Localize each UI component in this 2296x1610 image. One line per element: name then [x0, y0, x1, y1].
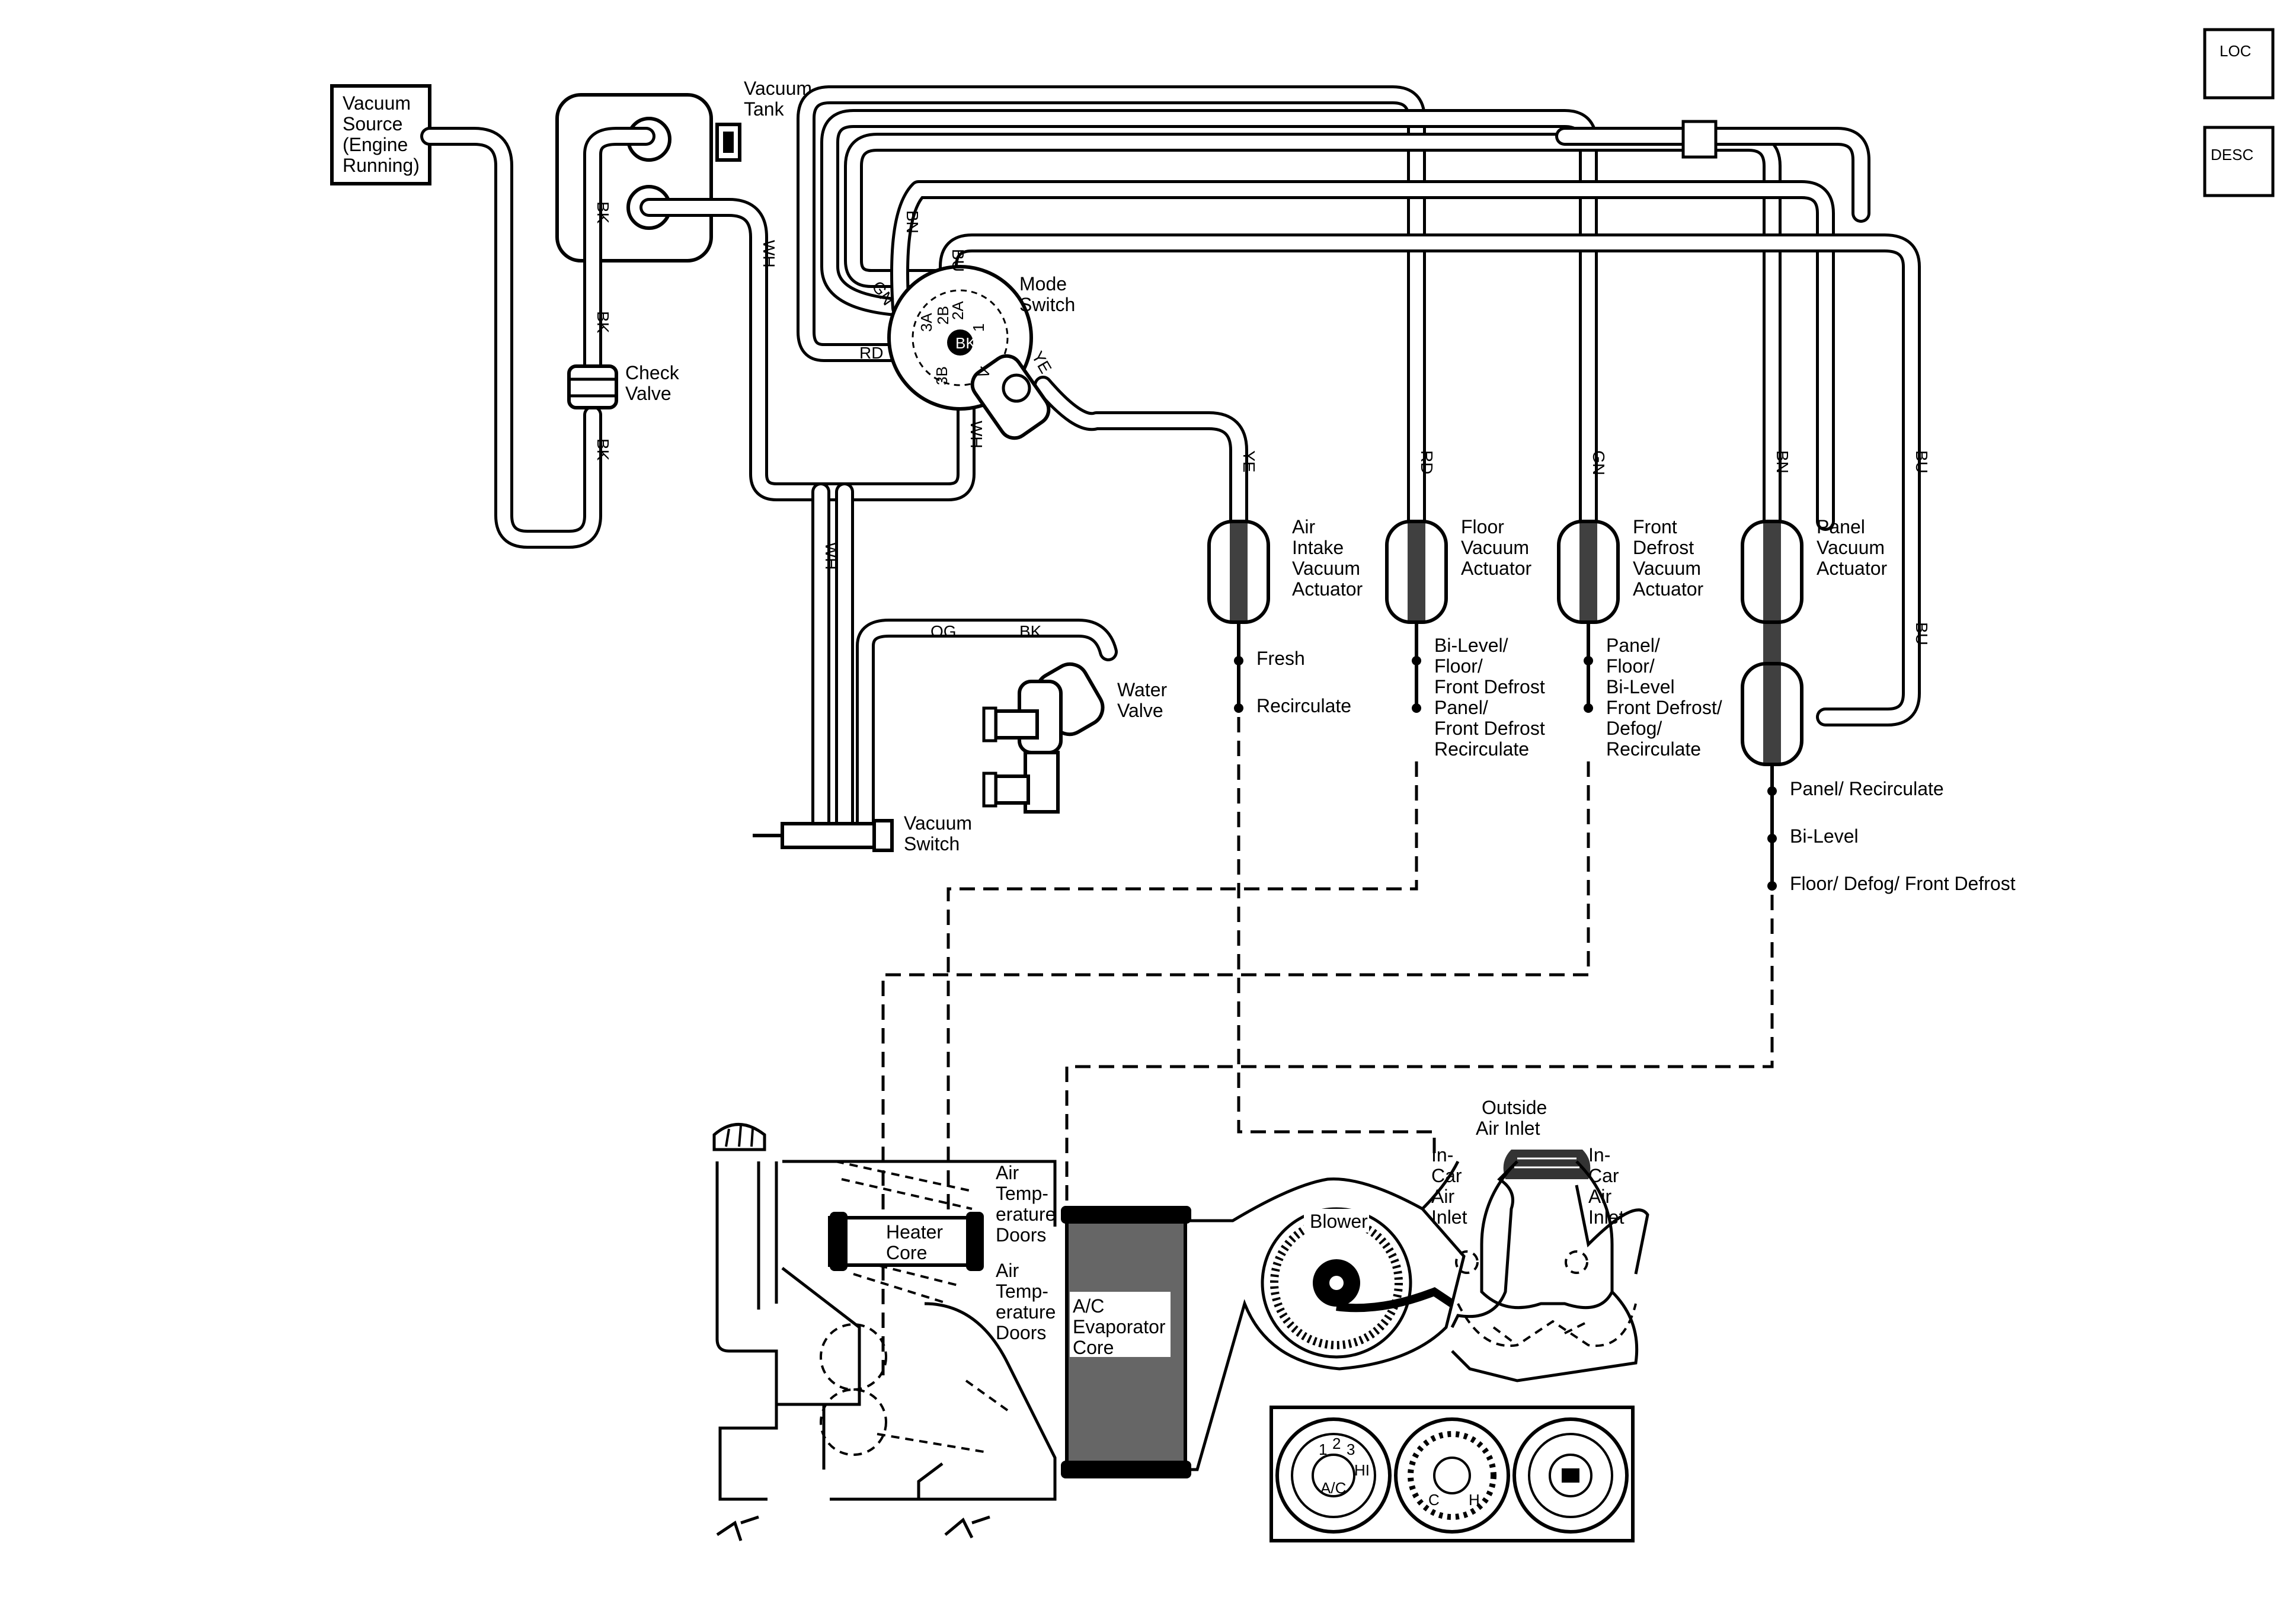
- panel-label: Panel Vacuum Actuator: [1817, 516, 1890, 579]
- front-defrost-pos-2: Front Defrost/ Defog/ Recirculate: [1606, 697, 1728, 760]
- tag-bk-water: BK: [1019, 622, 1042, 641]
- tag-rd-2: RD: [1418, 450, 1436, 474]
- tag-bn-1: BN: [903, 210, 922, 233]
- tag-bn-2: BN: [1773, 450, 1792, 473]
- vacuum-source: Vacuum Source (Engine Running): [330, 84, 431, 185]
- panel-pos-1: Panel/ Recirculate: [1790, 778, 1944, 799]
- mode-switch-label: Mode Switch: [1019, 273, 1075, 315]
- desc-badge[interactable]: DESC: [2203, 126, 2275, 197]
- temp-knob[interactable]: C H: [1394, 1417, 1510, 1534]
- control-panel: 1 2 3 HI A/C C H: [1269, 1406, 1635, 1542]
- floor-pos-1: Bi-Level/ Floor/ Front Defrost: [1434, 635, 1545, 697]
- port-3b: 3B: [933, 366, 951, 385]
- temp-mark-c: C: [1428, 1491, 1440, 1509]
- evaporator-core-label: A/C Evaporator Core: [1073, 1295, 1171, 1358]
- vacuum-switch-label: Vacuum Switch: [904, 812, 977, 854]
- vacuum-tank-label: Vacuum Tank: [744, 78, 817, 120]
- vacuum-switch[interactable]: Vacuum Switch: [753, 812, 977, 854]
- tag-bu-3: BU: [1913, 622, 1931, 645]
- hose-tags: BK BK BK WH WH WH RD GN BN BU YE YE RD G…: [594, 201, 1931, 645]
- port-1: 1: [970, 324, 987, 332]
- check-valve-label: Check Valve: [625, 362, 685, 404]
- tag-gn-2: GN: [1590, 450, 1608, 475]
- loc-badge[interactable]: LOC: [2203, 28, 2275, 100]
- floor-pos-2: Panel/ Front Defrost Recirculate: [1434, 697, 1550, 760]
- air-intake-pos-recirc: Recirculate: [1256, 695, 1351, 716]
- panel-pos-2: Bi-Level: [1790, 825, 1859, 847]
- vacuum-source-label: Vacuum Source (Engine Running): [343, 92, 420, 176]
- tag-og: OG: [930, 622, 957, 641]
- port-3a: 3A: [917, 313, 935, 332]
- outside-air-inlet-label: Outside Air Inlet: [1476, 1097, 1552, 1139]
- fan-mark-hi: HI: [1354, 1461, 1370, 1479]
- mode-switch[interactable]: BK Mode Switch 2A 2B 1 3A 3B V: [887, 265, 1075, 444]
- heater-core-label: Heater Core: [886, 1221, 948, 1263]
- floor-actuator: Floor Vacuum Actuator Bi-Level/ Floor/ F…: [1385, 516, 1550, 760]
- tag-ye-1: YE: [1028, 348, 1056, 377]
- front-defrost-label: Front Defrost Vacuum Actuator: [1633, 516, 1706, 600]
- air-intake-pos-fresh: Fresh: [1256, 648, 1305, 669]
- tag-wh-3: WH: [967, 421, 986, 449]
- mode-switch-center: BK: [955, 334, 976, 352]
- air-inlets: Outside Air Inlet In- Car Air Inlet In- …: [1421, 1097, 1649, 1382]
- fan-mark-3: 3: [1347, 1441, 1355, 1458]
- temp-mark-h: H: [1469, 1491, 1480, 1509]
- panel-vent-icon: [944, 1515, 990, 1539]
- tag-wh-2: WH: [822, 542, 840, 570]
- hvac-module: Heater Core Air Temp- erature Doors Air …: [712, 1097, 1649, 1541]
- in-car-air-inlet-left-label: In- Car Air Inlet: [1431, 1144, 1467, 1228]
- panel-pos-3: Floor/ Defog/ Front Defrost: [1790, 873, 2016, 894]
- evaporator-core: A/C Evaporator Core: [1061, 1206, 1191, 1478]
- tag-bk-2: BK: [594, 311, 612, 334]
- check-valve: Check Valve: [567, 362, 685, 409]
- air-intake-actuator: Air Intake Vacuum Actuator Fresh Recircu…: [1207, 516, 1366, 716]
- water-valve-label: Water Valve: [1117, 679, 1172, 721]
- front-defrost-pos-1: Panel/ Floor/ Bi-Level: [1606, 635, 1675, 697]
- water-valve: Water Valve: [982, 662, 1172, 814]
- port-2a: 2A: [949, 301, 967, 320]
- front-defrost-actuator: Front Defrost Vacuum Actuator Panel/ Flo…: [1557, 516, 1728, 760]
- tag-bu-1: BU: [949, 249, 967, 272]
- fan-knob[interactable]: 1 2 3 HI A/C: [1275, 1417, 1392, 1534]
- tag-bk-1: BK: [594, 201, 612, 224]
- fan-mark-1: 1: [1319, 1441, 1327, 1458]
- desc-badge-text: DESC: [2211, 146, 2253, 164]
- blower: Blower: [1185, 1177, 1466, 1471]
- floor-label: Floor Vacuum Actuator: [1461, 516, 1534, 579]
- loc-badge-text: LOC: [2220, 42, 2251, 60]
- heater-core: Heater Core: [828, 1212, 984, 1271]
- mode-knob[interactable]: [1512, 1417, 1629, 1534]
- fan-mark-2: 2: [1332, 1435, 1341, 1452]
- ac-mark: A/C: [1320, 1479, 1346, 1497]
- in-car-air-inlet-right-label: In- Car Air Inlet: [1588, 1144, 1625, 1228]
- vacuum-hoses: [420, 85, 1921, 833]
- port-2b: 2B: [934, 306, 952, 325]
- tag-rd-1: RD: [859, 344, 883, 362]
- defrost-icon: [712, 1123, 766, 1151]
- tag-bu-2: BU: [1913, 450, 1931, 473]
- tag-ye-2: YE: [1240, 450, 1258, 472]
- tag-wh-1: WH: [760, 240, 778, 268]
- floor-vent-icon: [716, 1515, 759, 1541]
- air-temp-doors-label-2: Air Temp- erature Doors: [996, 1260, 1061, 1343]
- panel-actuator: Panel Vacuum Actuator Panel/ Recirculate…: [1741, 516, 2016, 894]
- tag-bk-3: BK: [594, 438, 612, 461]
- air-intake-label: Air Intake Vacuum Actuator: [1292, 516, 1366, 600]
- air-temp-doors-label-1: Air Temp- erature Doors: [996, 1162, 1061, 1246]
- blower-label: Blower: [1310, 1211, 1368, 1232]
